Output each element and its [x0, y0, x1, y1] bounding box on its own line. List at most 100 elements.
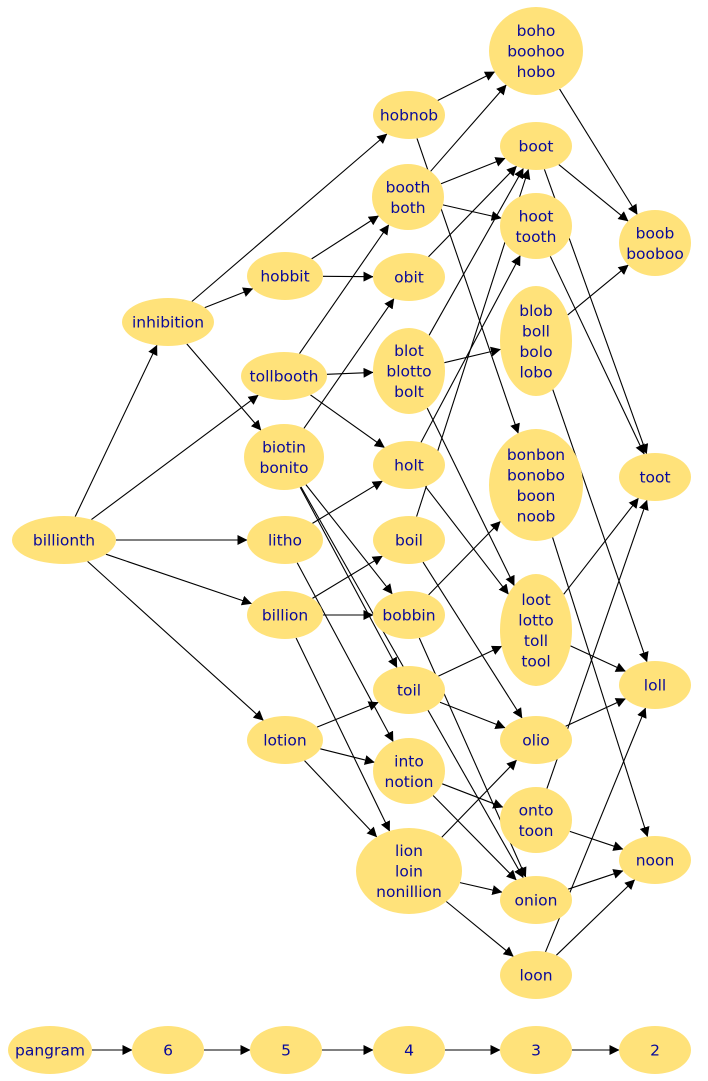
node-label: booboo	[626, 245, 684, 263]
node-label: inhibition	[132, 314, 204, 332]
node-olio: olio	[500, 716, 572, 764]
node-label: blotto	[386, 363, 431, 381]
node-label: both	[390, 199, 425, 217]
node-ellipse	[244, 424, 324, 490]
node-blot: blot blotto bolt	[373, 328, 445, 414]
node-label: bobbin	[382, 607, 435, 625]
edge-inhibition-to-hobbit	[204, 287, 254, 309]
edge-blot-to-boot	[428, 168, 524, 336]
node-billion: billion	[247, 591, 323, 639]
node-label: lion	[395, 842, 423, 860]
node-label: loon	[519, 967, 552, 985]
node-label: hoot	[519, 207, 554, 225]
node-label: tool	[521, 652, 550, 670]
node-label: billionth	[33, 532, 95, 550]
edge-lion-to-loon	[445, 901, 514, 957]
node-litho: litho	[247, 516, 323, 564]
node-ellipse	[373, 591, 445, 639]
edge-toil-to-loot	[438, 645, 503, 677]
edge-blob-to-loll	[552, 389, 649, 663]
edge-lion-to-olio	[441, 759, 517, 838]
node-boot: boot	[500, 122, 572, 170]
node-label: lobo	[519, 363, 552, 381]
node-ellipse	[489, 429, 583, 541]
node-label: obit	[394, 269, 424, 287]
node-n4: 4	[373, 1026, 445, 1074]
node-label: olio	[522, 732, 550, 750]
node-ellipse	[373, 516, 445, 564]
edge-into-to-onion	[432, 795, 517, 881]
node-booth: booth both	[372, 164, 444, 230]
node-label: boll	[522, 322, 550, 340]
node-label: tooth	[516, 228, 557, 246]
edge-inhibition-to-hobnob	[191, 133, 388, 302]
edge-lion-to-onion	[459, 882, 503, 895]
edge-billionth-to-billion	[105, 553, 252, 606]
node-label: litho	[268, 532, 302, 550]
node-loll: loll	[619, 661, 691, 709]
node-label: bolo	[519, 343, 552, 361]
node-label: toil	[397, 682, 421, 700]
edge-boho-to-boob	[559, 88, 638, 215]
edge-billionth-to-tollbooth	[91, 394, 259, 521]
node-label: loin	[395, 863, 423, 881]
node-ellipse	[247, 252, 323, 300]
node-label: blot	[394, 342, 424, 360]
edge-boil-to-olio	[422, 561, 523, 719]
node-ellipse	[122, 298, 214, 346]
edge-tollbooth-to-booth	[299, 224, 390, 354]
node-label: lotion	[263, 732, 306, 750]
node-label: bolt	[394, 383, 424, 401]
node-hobbit: hobbit	[247, 252, 323, 300]
node-label: hobnob	[380, 107, 438, 125]
node-label: onto	[519, 801, 554, 819]
node-noon: noon	[619, 836, 691, 884]
edge-billionth-to-inhibition	[74, 344, 158, 517]
node-label: billion	[262, 607, 308, 625]
node-ellipse	[500, 876, 572, 924]
node-boob: boob booboo	[619, 210, 691, 276]
edge-lotion-to-into	[320, 748, 375, 765]
edge-booth-to-boho	[430, 84, 507, 172]
node-ellipse	[241, 352, 327, 400]
node-boil: boil	[373, 516, 445, 564]
edge-into-to-onto	[442, 783, 504, 809]
edge-loot-to-toot	[563, 497, 639, 595]
edge-lotion-to-lion	[304, 760, 378, 838]
node-ellipse	[373, 441, 445, 489]
edge-litho-to-holt	[312, 480, 383, 524]
node-ellipse	[373, 253, 445, 301]
node-ellipse	[500, 286, 572, 396]
node-label: pangram	[15, 1042, 85, 1060]
node-label: 3	[531, 1042, 541, 1060]
node-holt: holt	[373, 441, 445, 489]
node-label: boob	[636, 224, 675, 242]
node-label: 2	[650, 1042, 660, 1060]
node-loon: loon	[500, 951, 572, 999]
node-label: 5	[281, 1042, 291, 1060]
node-n6: 6	[132, 1026, 204, 1074]
node-label: booth	[386, 178, 431, 196]
node-ellipse	[500, 951, 572, 999]
node-label: boho	[517, 22, 556, 40]
node-n3: 3	[500, 1026, 572, 1074]
node-label: into	[394, 752, 424, 770]
node-label: bonito	[259, 459, 308, 477]
node-label: loot	[521, 591, 550, 609]
edge-billion-to-lion	[295, 637, 391, 832]
node-ellipse	[247, 591, 323, 639]
node-label: boil	[395, 532, 423, 550]
node-hobnob: hobnob	[373, 91, 445, 139]
node-label: bonbon	[507, 446, 565, 464]
node-label: onion	[515, 892, 558, 910]
edge-loot-to-loll	[570, 645, 626, 672]
node-ellipse	[500, 574, 572, 686]
edge-onion-to-noon	[567, 869, 624, 890]
node-ellipse	[12, 516, 116, 564]
